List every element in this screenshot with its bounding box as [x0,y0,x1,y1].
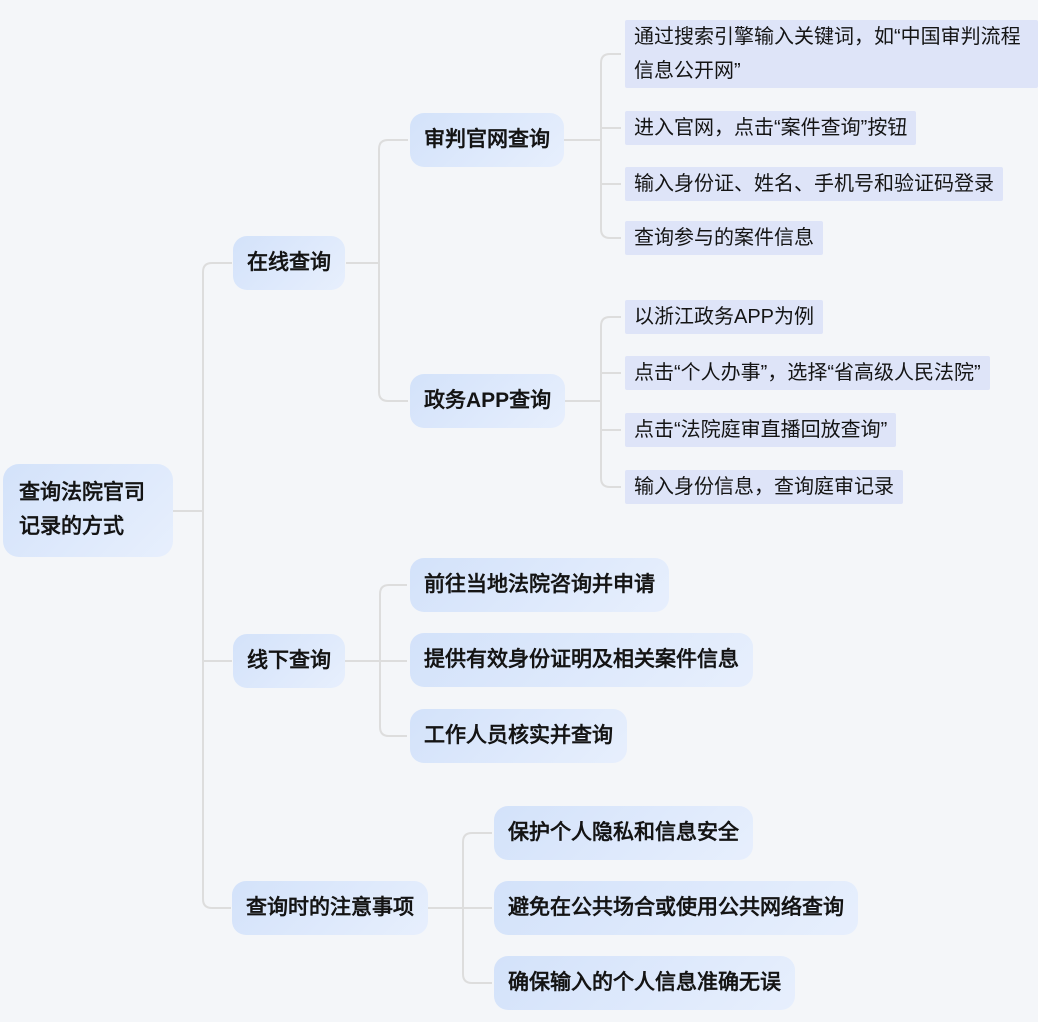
branch-query-notes[interactable]: 查询时的注意事项 [232,881,428,935]
step-court-trial-replay-query[interactable]: 点击“法院庭审直播回放查询” [625,413,897,447]
node-staff-verify-query[interactable]: 工作人员核实并查询 [410,709,627,763]
node-provide-valid-id[interactable]: 提供有效身份证明及相关案件信息 [410,633,753,687]
branch-offline-query[interactable]: 线下查询 [233,634,345,688]
connector-level1-trunk [202,262,232,909]
connector-online-trunk [378,139,408,402]
step-enter-id-query-trial-record[interactable]: 输入身份信息，查询庭审记录 [625,470,903,504]
node-avoid-public-network[interactable]: 避免在公共场合或使用公共网络查询 [494,881,858,935]
connector-trial-site-trunk [600,53,621,239]
node-visit-local-court[interactable]: 前往当地法院咨询并申请 [410,558,669,612]
branch-online-query[interactable]: 在线查询 [233,236,345,290]
connector-offline-trunk [379,584,407,737]
node-protect-privacy[interactable]: 保护个人隐私和信息安全 [494,806,753,860]
root-node[interactable]: 查询法院官司 记录的方式 [3,464,173,557]
node-ensure-accurate-info[interactable]: 确保输入的个人信息准确无误 [494,956,795,1010]
step-query-case-info[interactable]: 查询参与的案件信息 [625,221,823,255]
node-trial-website-query[interactable]: 审判官网查询 [410,113,564,167]
connector-gov-app-trunk [600,316,621,488]
node-gov-app-query[interactable]: 政务APP查询 [410,374,566,428]
step-search-engine-keyword[interactable]: 通过搜索引擎输入关键词，如“中国审判流程 信息公开网” [625,20,1038,88]
step-personal-affairs-high-court[interactable]: 点击“个人办事”，选择“省高级人民法院” [625,356,990,390]
step-enter-site-case-query[interactable]: 进入官网，点击“案件查询”按钮 [625,111,917,145]
step-login-with-id[interactable]: 输入身份证、姓名、手机号和验证码登录 [625,167,1003,201]
connector-notes-trunk [462,832,492,984]
step-zhejiang-gov-app-example[interactable]: 以浙江政务APP为例 [625,300,824,334]
